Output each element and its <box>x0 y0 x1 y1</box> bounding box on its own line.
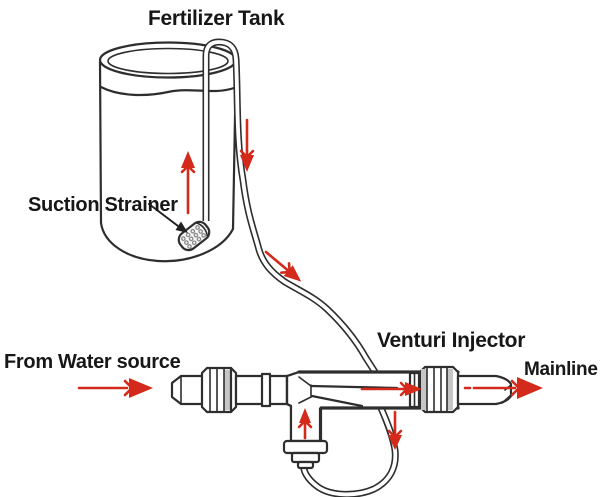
left-nut <box>200 366 238 414</box>
tank-up-arrow-icon <box>180 151 196 215</box>
collar-ring <box>260 372 272 408</box>
tube-diagonal-arrow-icon <box>264 250 302 282</box>
water-inlet-arrow-icon <box>77 378 153 398</box>
mainline-arrow-icon <box>463 377 543 399</box>
suction-strainer <box>177 220 211 252</box>
tank-liquid-level <box>99 85 236 97</box>
tank-left-wall <box>98 59 103 225</box>
supply-tube-wall <box>202 38 378 374</box>
mainline-pipe <box>456 374 513 406</box>
supply-tube <box>202 38 378 374</box>
strainer-mesh <box>180 225 207 249</box>
venturi-injector-label: Venturi Injector <box>377 329 525 352</box>
mainline-label: Mainline <box>524 359 598 380</box>
right-nut <box>418 365 460 414</box>
venturi-flow-arrow-icon <box>360 381 422 397</box>
venturi-nozzle-lines <box>298 376 399 408</box>
tank-rim-inner <box>107 47 229 75</box>
fertilizer-tank-label: Fertilizer Tank <box>148 7 285 30</box>
venturi-injector-assembly <box>170 365 513 470</box>
suction-port-up-arrow-icon <box>297 408 313 440</box>
supply-tube-bore <box>204 40 377 374</box>
suction-strainer-label: Suction Strainer <box>28 194 178 216</box>
loop-down-arrow-icon <box>387 410 403 450</box>
tank-bottom <box>99 221 235 263</box>
tank-down-arrow-icon <box>239 118 255 172</box>
fertilizer-tank <box>98 41 238 263</box>
pointer-arrow-icon <box>148 203 188 233</box>
from-water-source-label: From Water source <box>4 351 181 373</box>
